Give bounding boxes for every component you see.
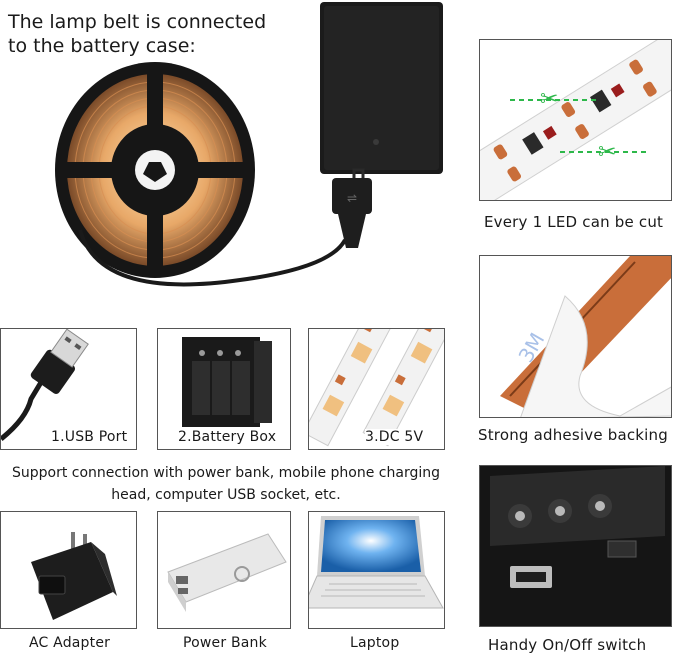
feature-adhesive-caption: Strong adhesive backing [478, 426, 668, 444]
source-power-bank [157, 511, 291, 629]
usb-plug-icon: ⇌ [332, 168, 372, 248]
feature-switch-caption: Handy On/Off switch [488, 636, 647, 654]
source-laptop [308, 511, 445, 629]
scissors-icon: ✂ [598, 140, 616, 165]
source-ac-adapter-label: AC Adapter [29, 635, 111, 651]
support-text: Support connection with power bank, mobi… [0, 462, 452, 506]
feature-switch-image [479, 465, 672, 627]
feature-cut-caption: Every 1 LED can be cut [484, 213, 664, 231]
source-power-bank-label: Power Bank [183, 635, 267, 651]
led-reel [55, 62, 255, 278]
battery-case [320, 2, 443, 174]
part-dc-5v-label: 3.DC 5V [365, 429, 424, 445]
support-text-line2: head, computer USB socket, etc. [111, 487, 341, 503]
hero-title-line1: The lamp belt is connected [8, 11, 267, 33]
hero-title: The lamp belt is connected to the batter… [8, 10, 266, 58]
svg-text:⇌: ⇌ [347, 191, 357, 205]
scissors-icon: ✂ [540, 87, 558, 112]
part-usb-port-label: 1.USB Port [51, 429, 128, 445]
feature-adhesive-image: 3M [479, 255, 672, 418]
part-battery-box: 2.Battery Box [157, 328, 291, 450]
source-ac-adapter [0, 511, 137, 629]
hero-product-image: ⇌ [55, 2, 443, 287]
part-battery-box-label: 2.Battery Box [178, 429, 277, 445]
hero-title-line2: to the battery case: [8, 35, 196, 57]
part-usb-port: 1.USB Port [0, 328, 137, 450]
feature-cut-image: ✂ ✂ [479, 39, 672, 201]
part-dc-5v: 3.DC 5V [308, 328, 445, 450]
support-text-line1: Support connection with power bank, mobi… [12, 465, 440, 481]
source-laptop-label: Laptop [350, 635, 400, 651]
